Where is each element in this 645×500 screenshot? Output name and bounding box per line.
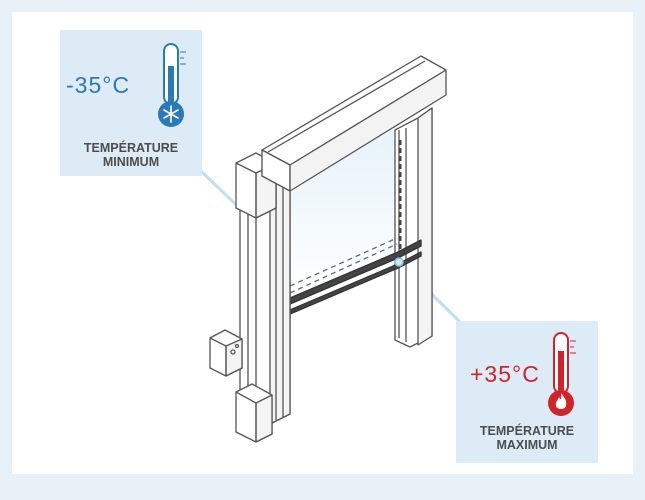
limit-lines: [289, 237, 398, 294]
min-label-line1: TEMPÉRATURE: [83, 141, 179, 155]
roll-housing: [261, 55, 447, 192]
max-label-line1: TEMPÉRATURE: [479, 424, 575, 438]
min-temperature-label: TEMPÉRATURE MINIMUM: [60, 141, 202, 169]
max-temperature-card: +35°C TEMPÉRATURE MAXIMUM: [456, 321, 598, 463]
max-label-line2: MAXIMUM: [496, 438, 558, 452]
max-temperature-label: TEMPÉRATURE MAXIMUM: [456, 424, 598, 452]
min-temperature-value: -35°C: [66, 72, 131, 98]
foot-housing: [235, 383, 273, 443]
curtain: [285, 127, 398, 297]
snowflake-thermometer-icon: [158, 43, 186, 127]
control-box: [209, 329, 243, 377]
flame-thermometer-icon: [548, 332, 576, 416]
min-temperature-card: -35°C TEMPÉRATURE MINIMUM: [60, 30, 202, 176]
sensor-point: [394, 257, 404, 267]
min-label-line2: MINIMUM: [102, 155, 160, 169]
right-guide-rail: [394, 107, 433, 348]
max-temperature-value: +35°C: [470, 361, 540, 387]
